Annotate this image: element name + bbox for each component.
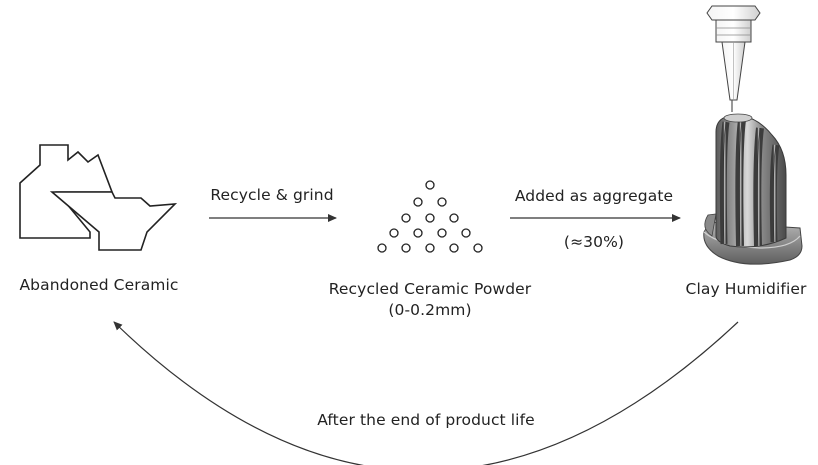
added-aggregate-label: Added as aggregate xyxy=(514,187,674,205)
clay-humidifier-label: Clay Humidifier xyxy=(685,280,807,298)
recycle-grind-label: Recycle & grind xyxy=(210,186,334,204)
powder-size-label: (0-0.2mm) xyxy=(388,301,472,319)
recycled-powder-label: Recycled Ceramic Powder xyxy=(328,280,532,298)
end-of-life-label: After the end of product life xyxy=(317,411,535,429)
abandoned-ceramic-label: Abandoned Ceramic xyxy=(19,276,179,294)
clay-humidifier-icon xyxy=(703,5,803,265)
powder-dots xyxy=(377,180,483,253)
broken-ceramic-icon xyxy=(19,144,178,251)
aggregate-percent-label: (≈30%) xyxy=(563,233,625,251)
return-arc-arrow xyxy=(113,321,739,465)
